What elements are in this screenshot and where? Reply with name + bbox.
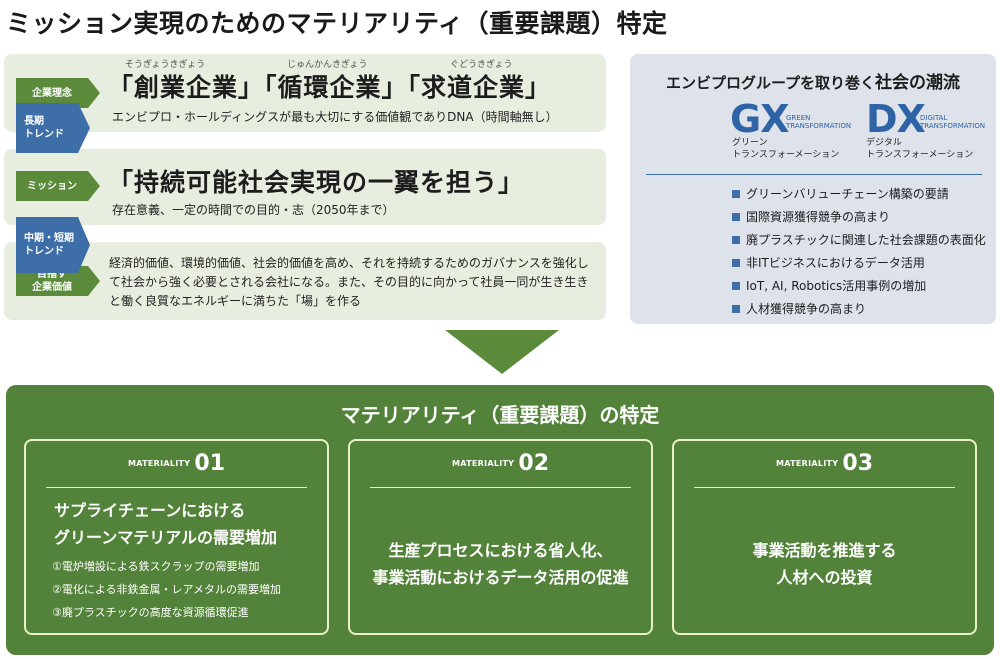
- mission-tag-label: ミッション: [27, 180, 77, 192]
- down-arrow-icon: [445, 330, 559, 374]
- list-item: IoT, AI, Robotics活用事例の増加: [732, 275, 986, 298]
- square-bullet-icon: [732, 236, 740, 244]
- long-term-trend-tag: 長期トレンド: [16, 103, 90, 153]
- materiality-title: マテリアリティ（重要課題）の特定: [340, 403, 660, 427]
- materiality-items: ①電炉増設による鉄スクラップの需要増加 ②電化による非鉄金属・レアメタルの需要増…: [52, 555, 281, 624]
- panel-divider: [646, 174, 982, 175]
- tag-arrow-shape: [88, 171, 100, 201]
- target-value-text: 経済的価値、環境的価値、社会的価値を高め、それを持続するためのガバナンスを強化し…: [109, 256, 589, 308]
- list-item: ①電炉増設による鉄スクラップの需要増加: [52, 560, 260, 573]
- square-bullet-icon: [732, 259, 740, 267]
- square-bullet-icon: [732, 190, 740, 198]
- social-trends-panel: エンビプログループを取り巻く社会の潮流: [630, 54, 996, 324]
- mission-subtext: 存在意義、一定の時間での目的・志（2050年まで）: [112, 203, 395, 217]
- corporate-philosophy-tag-label: 企業理念: [32, 87, 72, 99]
- tag-arrow-shape: [78, 217, 90, 273]
- social-trends-title: エンビプログループを取り巻く社会の潮流: [665, 73, 961, 93]
- list-item: 非ITビジネスにおけるデータ活用: [732, 252, 986, 275]
- square-bullet-icon: [732, 213, 740, 221]
- square-bullet-icon: [732, 305, 740, 313]
- materiality-card-title: サプライチェーンにおけるグリーンマテリアルの需要増加: [54, 501, 278, 547]
- tag-arrow-shape: [88, 78, 100, 108]
- materiality-card-title: 事業活動を推進する人材への投資: [752, 541, 897, 587]
- tag-arrow-shape: [88, 266, 100, 296]
- gx-label: GX: [730, 97, 789, 141]
- mission-tag: ミッション: [16, 171, 100, 201]
- list-item: ③廃プラスチックの高度な資源循環促進: [52, 606, 249, 619]
- list-item: グリーンバリューチェーン構築の要請: [732, 183, 986, 206]
- mid-short-term-trend-tag: 中期・短期トレンド: [16, 217, 90, 273]
- list-item: 人材獲得競争の高まり: [732, 298, 986, 321]
- corporate-philosophy-row: 企業理念 そうぎょうきぎょう じゅんかんきぎょう ぐどうきぎょう 「創業企業」「…: [4, 54, 606, 132]
- dx-label: DX: [866, 97, 926, 141]
- page-title: ミッション実現のためのマテリアリティ（重要課題）特定: [6, 9, 668, 38]
- square-bullet-icon: [732, 282, 740, 290]
- philosophy-heading: 「創業企業」「循環企業」「求道企業」: [108, 73, 552, 102]
- list-item: ②電化による非鉄金属・レアメタルの需要増加: [52, 583, 281, 596]
- target-value-row: 目指す 企業価値 経済的価値、環境的価値、社会的価値を高め、それを持続するための…: [4, 242, 606, 320]
- mission-row: ミッション 「持続可能社会実現の一翼を担う」 存在意義、一定の時間での目的・志（…: [4, 149, 606, 225]
- list-item: 国際資源獲得競争の高まり: [732, 206, 986, 229]
- trend-list: グリーンバリューチェーン構築の要請 国際資源獲得競争の高まり 廃プラスチックに関…: [732, 183, 986, 321]
- card-divider: [370, 487, 631, 488]
- philosophy-subtext: エンビプロ・ホールディングスが最も大切にする価値観でありDNA（時間軸無し）: [112, 110, 558, 124]
- dx-japanese: デジタルトランスフォーメーション: [866, 138, 974, 160]
- ruby-junkan: じゅんかんきぎょう: [287, 60, 368, 70]
- mission-heading: 「持続可能社会実現の一翼を担う」: [108, 168, 525, 197]
- card-divider: [46, 487, 307, 488]
- list-item: 廃プラスチックに関連した社会課題の表面化: [732, 229, 986, 252]
- ruby-sougyou: そうぎょうきぎょう: [125, 60, 206, 70]
- gx-japanese: グリーントランスフォーメーション: [732, 138, 840, 160]
- ruby-gudou: ぐどうきぎょう: [450, 60, 513, 70]
- target-value-tag-label: 目指す 企業価値: [32, 269, 72, 293]
- materiality-card-title: 生産プロセスにおける省人化、事業活動におけるデータ活用の促進: [372, 541, 629, 587]
- card-divider: [694, 487, 955, 488]
- tag-arrow-shape: [78, 103, 90, 153]
